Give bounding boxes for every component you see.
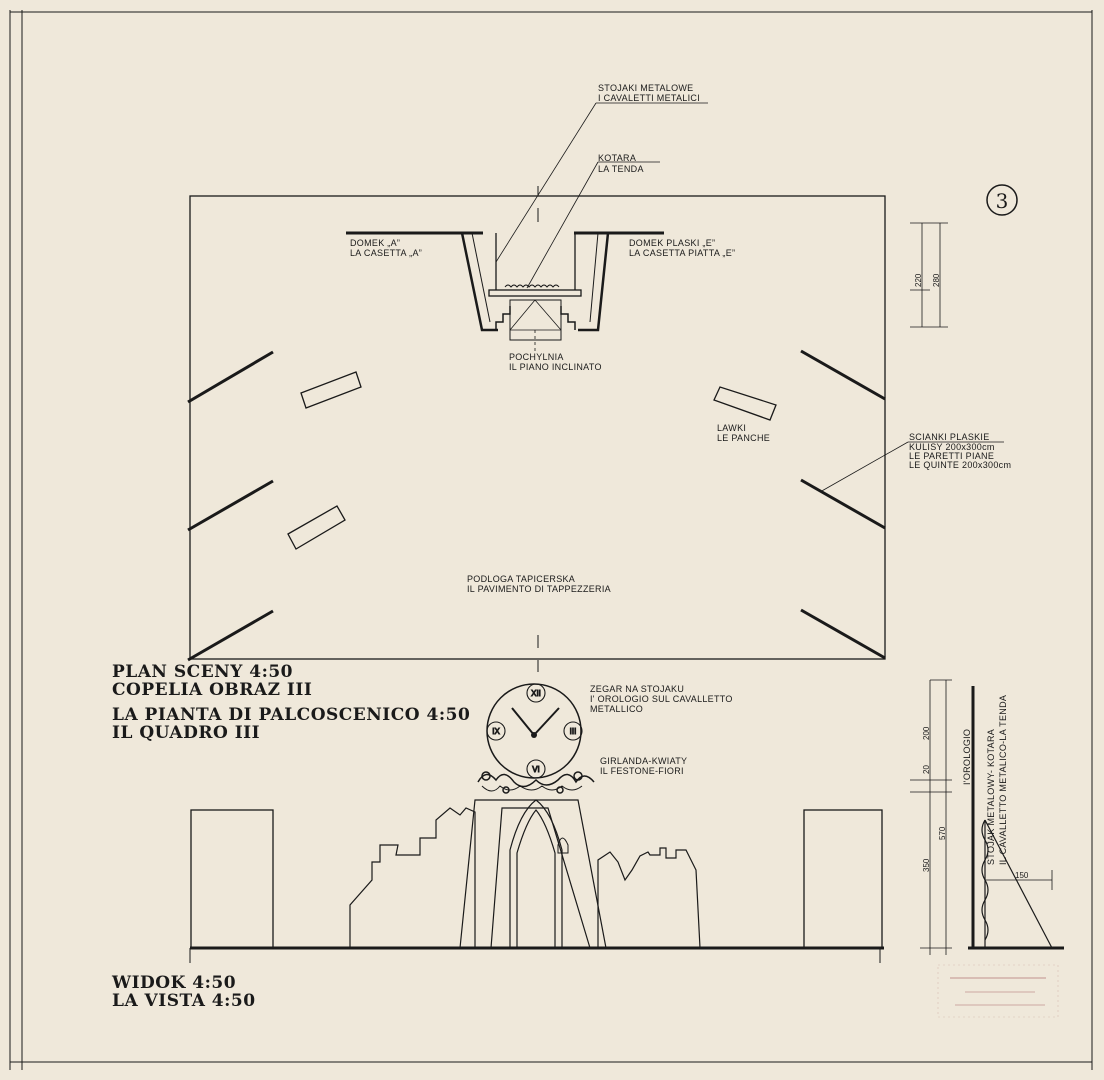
svg-text:IL CAVALLETTO METALICO-LA TEND: IL CAVALLETTO METALICO-LA TENDA bbox=[998, 695, 1008, 865]
svg-text:LE QUINTE 200x300cm: LE QUINTE 200x300cm bbox=[909, 460, 1011, 470]
label-scianki: SCIANKI PLASKIE bbox=[909, 432, 990, 442]
house-right bbox=[597, 847, 701, 949]
left-flat bbox=[190, 809, 274, 949]
stage-plan: 220 280 STOJAKI METALOWE I CAVALETTI MET… bbox=[187, 83, 1011, 672]
svg-text:I' OROLOGIO SUL CAVALLETTO: I' OROLOGIO SUL CAVALLETTO bbox=[590, 694, 733, 704]
svg-text:220: 220 bbox=[914, 273, 923, 287]
svg-text:200: 200 bbox=[922, 726, 931, 740]
svg-text:LA TENDA: LA TENDA bbox=[598, 164, 644, 174]
svg-text:I CAVALETTI METALICI: I CAVALETTI METALICI bbox=[598, 93, 700, 103]
ramp bbox=[509, 299, 562, 341]
svg-text:20: 20 bbox=[922, 765, 931, 774]
clock-face bbox=[486, 683, 582, 779]
svg-text:LA VISTA 4:50: LA VISTA 4:50 bbox=[112, 991, 256, 1011]
svg-text:3: 3 bbox=[996, 189, 1009, 213]
metal-stand bbox=[488, 289, 582, 297]
title-view: WIDOK 4:50 bbox=[111, 973, 236, 993]
title-plan-it: LA PIANTA DI PALCOSCENICO 4:50 bbox=[112, 705, 470, 725]
svg-text:LA CASETTA „A”: LA CASETTA „A” bbox=[350, 248, 422, 258]
curtain bbox=[504, 284, 560, 288]
svg-text:KULISY 200x300cm: KULISY 200x300cm bbox=[909, 442, 995, 452]
label-podloga: PODLOGA TAPICERSKA bbox=[467, 574, 575, 584]
svg-text:LE PANCHE: LE PANCHE bbox=[717, 433, 770, 443]
house-left bbox=[349, 807, 476, 948]
numeral-vi: VI bbox=[532, 765, 540, 774]
svg-text:LE PARETTI PIANE: LE PARETTI PIANE bbox=[909, 451, 994, 461]
numeral-xii: XII bbox=[531, 689, 541, 698]
svg-text:COPELIA OBRAZ III: COPELIA OBRAZ III bbox=[112, 680, 312, 700]
benches bbox=[287, 371, 777, 550]
svg-text:570: 570 bbox=[938, 826, 947, 840]
wings bbox=[187, 349, 886, 662]
svg-text:LA CASETTA PIATTA „E”: LA CASETTA PIATTA „E” bbox=[629, 248, 735, 258]
sheet-number: 3 bbox=[986, 184, 1018, 216]
clock: XII III VI IX bbox=[486, 683, 583, 779]
title-plan: PLAN SCENY 4:50 bbox=[112, 662, 293, 682]
svg-text:280: 280 bbox=[932, 273, 941, 287]
archive-stamp bbox=[937, 964, 1059, 1018]
label-lawki: LAWKI bbox=[717, 423, 746, 433]
label-pochylnia: POCHYLNIA bbox=[509, 352, 564, 362]
svg-text:150: 150 bbox=[1015, 871, 1029, 880]
numeral-iii: III bbox=[570, 727, 577, 736]
label-stojak-side: STOJAK METALOWY- KOTARA bbox=[986, 729, 996, 865]
right-flat bbox=[803, 809, 883, 949]
numeral-ix: IX bbox=[492, 727, 500, 736]
label-zegar: ZEGAR NA STOJAKU bbox=[590, 684, 684, 694]
clock-hand-minute bbox=[533, 707, 560, 736]
label-domek-a: DOMEK „A” bbox=[350, 238, 400, 248]
elevation-dimension bbox=[910, 679, 952, 955]
svg-text:350: 350 bbox=[922, 858, 931, 872]
label-domek-e: DOMEK PLASKI „E” bbox=[629, 238, 715, 248]
label-kotara: KOTARA bbox=[598, 153, 636, 163]
clock-tower bbox=[459, 799, 607, 949]
svg-text:IL QUADRO III: IL QUADRO III bbox=[112, 723, 260, 743]
clock-hand-hour bbox=[511, 707, 535, 736]
garland bbox=[477, 771, 595, 794]
svg-text:METALLICO: METALLICO bbox=[590, 704, 643, 714]
svg-text:IL FESTONE-FIORI: IL FESTONE-FIORI bbox=[600, 766, 684, 776]
label-stojaki: STOJAKI METALOWE bbox=[598, 83, 693, 93]
svg-text:IL PIANO INCLINATO: IL PIANO INCLINATO bbox=[509, 362, 602, 372]
label-girlanda: GIRLANDA-KWIATY bbox=[600, 756, 687, 766]
plan-dimension bbox=[910, 222, 948, 328]
sheet-border bbox=[9, 10, 1093, 1070]
label-orologio-side: I'OROLOGIO bbox=[962, 729, 972, 785]
svg-text:IL PAVIMENTO DI TAPPEZZERIA: IL PAVIMENTO DI TAPPEZZERIA bbox=[467, 584, 611, 594]
side-stand bbox=[968, 686, 1064, 950]
title-block: PLAN SCENY 4:50 COPELIA OBRAZ III LA PIA… bbox=[111, 662, 470, 1011]
stage-elevation: XII III VI IX 200 20 570 350 bbox=[189, 679, 1064, 963]
